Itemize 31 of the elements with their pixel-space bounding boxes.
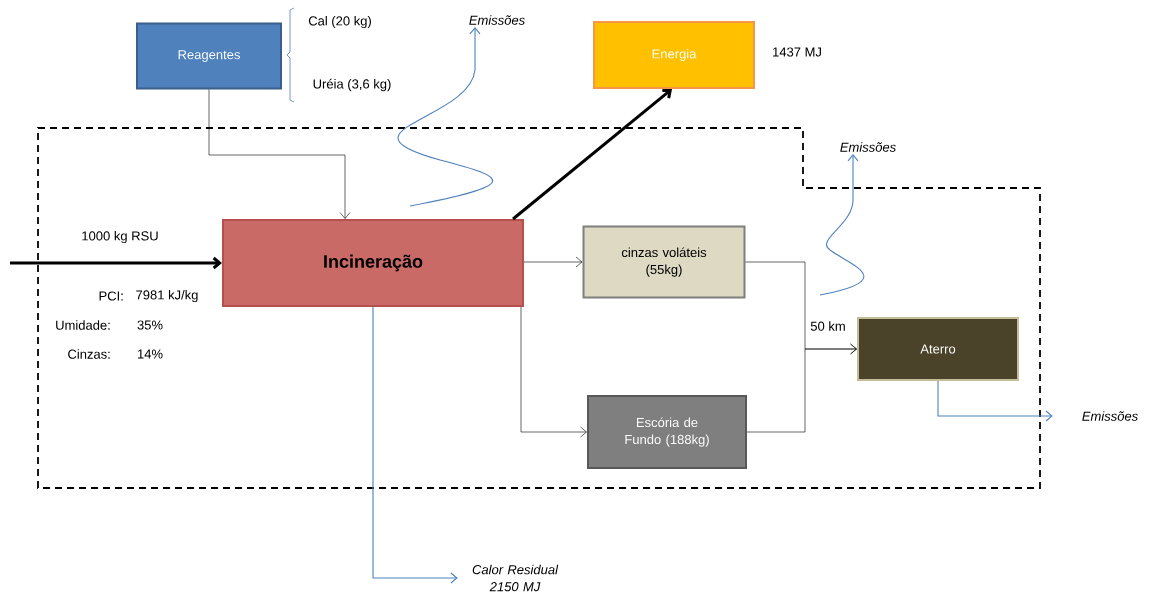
- value-label: 1437 MJ: [773, 47, 821, 57]
- output-label: Emissões: [840, 142, 896, 152]
- energy-box: Energia: [593, 21, 755, 89]
- landfill-box: Aterro: [857, 317, 1019, 381]
- process-box: Reagentes: [136, 22, 282, 90]
- output-label: Calor Residual 2150 MJ: [472, 564, 559, 592]
- arrow: [512, 88, 672, 221]
- output-label: Emissões: [469, 15, 525, 25]
- arrow: [372, 306, 458, 584]
- arrow: [208, 89, 351, 219]
- arrow: [397, 27, 494, 207]
- data-label: Cal (20 kg): [308, 15, 371, 29]
- data-label: PCI:: [99, 291, 123, 301]
- data-label: 35%: [137, 320, 163, 330]
- arrow: [520, 306, 587, 438]
- data-label: 7981 kJ/kg: [136, 289, 198, 303]
- output-label: Emissões: [1082, 411, 1138, 421]
- arrow: [10, 256, 222, 270]
- data-label: Uréia (3,6 kg): [313, 78, 391, 92]
- arrow: [746, 343, 857, 433]
- data-label: 14%: [138, 349, 163, 359]
- data-label: Cinzas:: [68, 349, 110, 359]
- process-box: Incineração: [222, 219, 524, 307]
- arrow: [523, 256, 583, 268]
- edge-label: 50 km: [809, 320, 847, 332]
- edge-label: 1000 kg RSU: [80, 229, 160, 245]
- arrow: [937, 380, 1053, 422]
- arrow: [819, 154, 865, 296]
- data-label: Umidade:: [56, 320, 110, 330]
- slag-box: Escória de Fundo (188kg): [587, 395, 747, 469]
- ash-box: cinzas voláteis (55kg): [582, 225, 746, 299]
